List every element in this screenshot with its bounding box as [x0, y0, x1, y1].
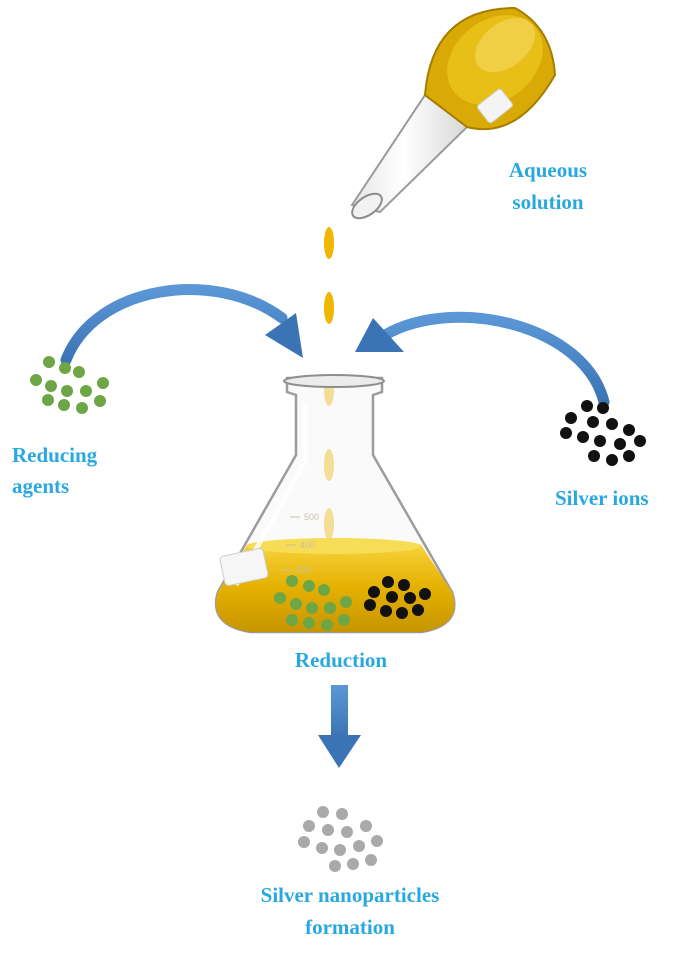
- nanoparticle: [341, 826, 353, 838]
- silver-ion-particle: [597, 402, 609, 414]
- reducing-agent-particle: [340, 596, 352, 608]
- erlenmeyer-flask-icon: 500 400 300: [214, 374, 456, 634]
- silver-ion-particle: [587, 416, 599, 428]
- nanoparticles-label-line2: formation: [305, 915, 395, 939]
- silver-ion-particle: [581, 400, 593, 412]
- silver-ion-particle: [368, 586, 380, 598]
- silver-ion-particle: [404, 592, 416, 604]
- reducing-label-line1: Reducing: [12, 443, 98, 467]
- nanoparticle: [336, 808, 348, 820]
- nanoparticle: [371, 835, 383, 847]
- silver-ion-particle: [614, 438, 626, 450]
- flask-tick-label: 500: [304, 512, 319, 522]
- nanoparticle: [322, 824, 334, 836]
- reducing-agent-particle: [30, 374, 42, 386]
- silver-ion-particle: [623, 450, 635, 462]
- silver-ion-particle: [364, 599, 376, 611]
- silver-ion-particle: [594, 435, 606, 447]
- nanoparticle: [303, 820, 315, 832]
- silver-ion-particle: [606, 418, 618, 430]
- nanoparticle: [353, 840, 365, 852]
- silver-ions-label: Silver ions: [555, 486, 649, 510]
- reducing-agent-particle: [59, 362, 71, 374]
- silver-ion-particle: [565, 412, 577, 424]
- silver-ion-particle: [577, 431, 589, 443]
- nanoparticle: [365, 854, 377, 866]
- reducing-agent-particle: [303, 617, 315, 629]
- silver-ion-particle: [560, 427, 572, 439]
- silver-ion-particle: [398, 579, 410, 591]
- nanoparticle: [317, 806, 329, 818]
- reducing-agent-particle: [76, 402, 88, 414]
- reducing-agent-particle: [290, 598, 302, 610]
- nanoparticles-cluster: [298, 806, 383, 872]
- flask-tick-label: 400: [300, 540, 315, 550]
- nanoparticles-label-line1: Silver nanoparticles: [261, 883, 440, 907]
- reducing-agent-particle: [324, 602, 336, 614]
- aqueous-label-line1: Aqueous: [509, 158, 587, 182]
- left-curved-arrow-icon: [60, 284, 303, 366]
- reducing-agent-particle: [274, 592, 286, 604]
- drop: [324, 227, 334, 259]
- reducing-agent-particle: [286, 614, 298, 626]
- pouring-flask-icon: [350, 6, 557, 220]
- flask-tick-label: 300: [296, 565, 311, 575]
- reducing-agent-particle: [73, 366, 85, 378]
- silver-ions-cluster: [560, 400, 646, 466]
- silver-ion-particle: [396, 607, 408, 619]
- reducing-agent-particle: [94, 395, 106, 407]
- reducing-agent-particle: [338, 614, 350, 626]
- nanoparticle: [329, 860, 341, 872]
- reducing-agent-particle: [303, 580, 315, 592]
- silver-ion-particle: [623, 424, 635, 436]
- reducing-agents-cluster: [30, 356, 109, 414]
- silver-ion-particle: [634, 435, 646, 447]
- nanoparticle: [347, 858, 359, 870]
- nanoparticle: [360, 820, 372, 832]
- silver-ion-particle: [606, 454, 618, 466]
- reducing-agent-particle: [42, 394, 54, 406]
- nanoparticle: [316, 842, 328, 854]
- reducing-agent-particle: [61, 385, 73, 397]
- reducing-agent-particle: [306, 602, 318, 614]
- reducing-agent-particle: [318, 584, 330, 596]
- reducing-agent-particle: [43, 356, 55, 368]
- aqueous-label-line2: solution: [512, 190, 584, 214]
- silver-ion-particle: [412, 604, 424, 616]
- silver-ion-particle: [380, 605, 392, 617]
- silver-ion-particle: [419, 588, 431, 600]
- reducing-agent-particle: [45, 380, 57, 392]
- right-curved-arrow-icon: [355, 311, 610, 408]
- nanoparticle: [334, 844, 346, 856]
- reducing-agent-particle: [321, 619, 333, 631]
- reducing-agent-particle: [286, 575, 298, 587]
- reducing-agent-particle: [97, 377, 109, 389]
- silver-ion-particle: [588, 450, 600, 462]
- reduction-label: Reduction: [295, 648, 387, 672]
- down-arrow-icon: [318, 685, 361, 768]
- reducing-agent-particle: [58, 399, 70, 411]
- reducing-agent-particle: [80, 385, 92, 397]
- reducing-label-line2: agents: [12, 474, 69, 498]
- silver-ion-particle: [386, 591, 398, 603]
- nanoparticle: [298, 836, 310, 848]
- drop: [324, 292, 334, 324]
- silver-ion-particle: [382, 576, 394, 588]
